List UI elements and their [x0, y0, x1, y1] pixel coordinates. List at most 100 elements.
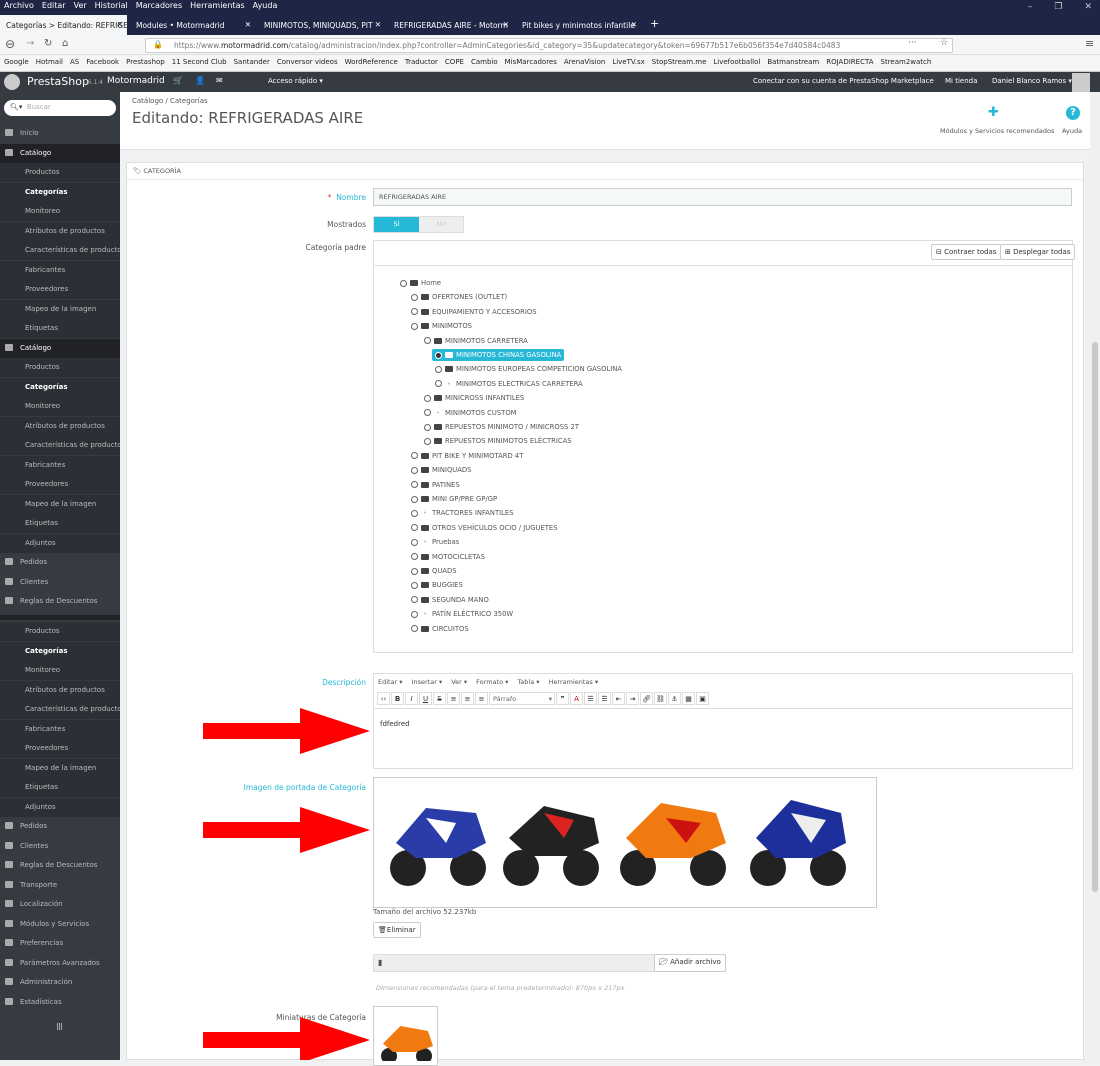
- sidebar-item[interactable]: Clientes: [0, 573, 120, 592]
- tree-node[interactable]: OFERTONES (OUTLET): [411, 291, 507, 303]
- tree-node[interactable]: REPUESTOS MINIMOTO / MINICROSS 2T: [424, 421, 579, 433]
- bookmark-item[interactable]: StopStream.me: [651, 58, 707, 66]
- tree-node[interactable]: •MINIMOTOS ELECTRICAS CARRETERA: [435, 378, 583, 390]
- tree-node[interactable]: MINIMOTOS CHINAS GASOLINA: [432, 349, 565, 361]
- sidebar-item[interactable]: Monitoreo: [0, 202, 120, 221]
- sidebar-item[interactable]: Pedidos: [0, 553, 120, 572]
- close-tab-icon[interactable]: ✕: [244, 20, 251, 29]
- bookmark-item[interactable]: Cambio: [470, 58, 498, 66]
- sidebar-item[interactable]: Características de productos: [0, 241, 120, 260]
- menu-6[interactable]: Ayuda: [252, 1, 278, 10]
- bookmark-item[interactable]: Conversor videos: [276, 58, 338, 66]
- tree-node[interactable]: CIRCUITOS: [411, 623, 469, 635]
- sidebar-item[interactable]: Administración: [0, 973, 120, 992]
- tree-node[interactable]: PATINES: [411, 479, 460, 491]
- collapse-all-button[interactable]: ⊟ Contraer todas: [931, 244, 1002, 260]
- user-icon[interactable]: 👤: [195, 76, 205, 85]
- sidebar-item[interactable]: Características de productos: [0, 700, 120, 719]
- star-icon[interactable]: ☆: [940, 38, 949, 48]
- radio-button[interactable]: [411, 466, 418, 474]
- sidebar-item[interactable]: Proveedores: [0, 280, 120, 299]
- sidebar-item[interactable]: Atributos de productos: [0, 416, 120, 436]
- sidebar-item[interactable]: Reglas de Descuentos: [0, 592, 120, 611]
- sidebar-item[interactable]: Catálogo: [0, 338, 120, 358]
- sidebar-item[interactable]: Pedidos: [0, 817, 120, 836]
- sidebar-item[interactable]: Estadísticas: [0, 993, 120, 1012]
- sidebar-item[interactable]: Proveedores: [0, 475, 120, 494]
- radio-button[interactable]: [435, 351, 442, 359]
- bookmark-item[interactable]: Stream2watch: [880, 58, 932, 66]
- sidebar-item[interactable]: Mapeo de la imagen: [0, 299, 120, 319]
- avatar[interactable]: [1072, 73, 1090, 92]
- sidebar-item[interactable]: Clientes: [0, 837, 120, 856]
- tree-node[interactable]: PIT BIKE Y MINIMOTARD 4T: [411, 450, 523, 462]
- radio-button[interactable]: [411, 509, 418, 517]
- logo-text[interactable]: PrestaShop: [27, 75, 89, 88]
- search-input[interactable]: 🔍︎▾ Buscar: [4, 100, 116, 116]
- radio-button[interactable]: [411, 596, 418, 604]
- radio-button[interactable]: [424, 409, 431, 417]
- tree-node[interactable]: REPUESTOS MINIMOTOS ELÉCTRICAS: [424, 435, 572, 447]
- tree-node[interactable]: MOTOCICLETAS: [411, 551, 485, 563]
- radio-button[interactable]: [411, 610, 418, 618]
- quick-access-dropdown[interactable]: Acceso rápido ▾: [268, 77, 323, 85]
- radio-button[interactable]: [411, 293, 418, 301]
- sidebar-item[interactable]: Características de productos: [0, 436, 120, 455]
- sidebar-item[interactable]: Mapeo de la imagen: [0, 494, 120, 514]
- tree-node[interactable]: MINIQUADS: [411, 464, 471, 476]
- sidebar-item[interactable]: Adjuntos: [0, 797, 120, 817]
- tree-node[interactable]: SEGUNDA MANO: [411, 594, 489, 606]
- bookmark-item[interactable]: LiveTV.sx: [612, 58, 645, 66]
- bookmark-item[interactable]: AS: [69, 58, 80, 66]
- sidebar-item[interactable]: Parámetros Avanzados: [0, 954, 120, 973]
- tree-node[interactable]: MINIMOTOS EUROPEAS COMPETICION GASOLINA: [435, 363, 622, 375]
- sidebar-item[interactable]: Proveedores: [0, 739, 120, 758]
- tree-node[interactable]: EQUIPAMIENTO Y ACCESORIOS: [411, 306, 537, 318]
- sidebar-item[interactable]: Fabricantes: [0, 260, 120, 280]
- radio-button[interactable]: [411, 538, 418, 546]
- help-icon[interactable]: ?: [1066, 106, 1080, 120]
- puzzle-icon[interactable]: ✚: [988, 105, 999, 120]
- radio-button[interactable]: [400, 279, 407, 287]
- hamburger-menu-icon[interactable]: ≡: [1085, 37, 1095, 50]
- mail-icon[interactable]: ✉: [216, 76, 223, 85]
- close-tab-icon[interactable]: ✕: [630, 20, 637, 29]
- bookmark-item[interactable]: 11 Second Club: [171, 58, 227, 66]
- sidebar-item[interactable]: Categorías: [0, 182, 120, 202]
- bookmark-item[interactable]: MisMarcadores: [504, 58, 557, 66]
- radio-button[interactable]: [411, 308, 418, 316]
- add-file-button[interactable]: 📂︎ Añadir archivo: [654, 954, 726, 972]
- close-tab-icon[interactable]: ✕: [116, 20, 123, 29]
- user-menu[interactable]: Daniel Blanco Ramos ▾: [992, 77, 1072, 85]
- sidebar-item[interactable]: Adjuntos: [0, 533, 120, 553]
- page-scrollbar[interactable]: [1090, 92, 1100, 1060]
- sidebar-item[interactable]: Productos: [0, 163, 120, 182]
- sidebar-item[interactable]: Atributos de productos: [0, 221, 120, 241]
- home-icon[interactable]: ⌂: [62, 38, 69, 49]
- sidebar-item[interactable]: Módulos y Servicios: [0, 915, 120, 934]
- radio-button[interactable]: [411, 481, 418, 489]
- sidebar-item[interactable]: Inicio: [0, 124, 120, 143]
- radio-button[interactable]: [411, 567, 418, 575]
- tab-4[interactable]: Pit bikes y minimotos infantile✕: [516, 15, 641, 35]
- sidebar-item[interactable]: Categorías: [0, 641, 120, 661]
- bookmark-item[interactable]: Santander: [233, 58, 270, 66]
- sidebar-item[interactable]: Etiquetas: [0, 319, 120, 338]
- connect-marketplace-link[interactable]: Conectar con su cuenta de PrestaShop Mar…: [753, 77, 934, 85]
- close-icon[interactable]: ✕: [1084, 2, 1092, 12]
- tree-node[interactable]: MINIMOTOS: [411, 320, 472, 332]
- collapse-sidebar-icon[interactable]: Ⅲ: [56, 1022, 63, 1033]
- sidebar-item[interactable]: Etiquetas: [0, 778, 120, 797]
- tree-node[interactable]: •MINIMOTOS CUSTOM: [424, 407, 517, 419]
- sidebar-item[interactable]: Productos: [0, 622, 120, 641]
- reload-icon[interactable]: ↻: [44, 38, 53, 49]
- bookmark-item[interactable]: Traductor: [404, 58, 438, 66]
- radio-button[interactable]: [411, 322, 418, 330]
- bookmark-item[interactable]: ArenaVision: [563, 58, 606, 66]
- sidebar-item[interactable]: Monitoreo: [0, 661, 120, 680]
- radio-button[interactable]: [424, 394, 431, 402]
- menu-1[interactable]: Editar: [41, 1, 66, 10]
- radio-button[interactable]: [411, 581, 418, 589]
- help-button[interactable]: Ayuda: [1062, 127, 1083, 135]
- radio-button[interactable]: [424, 437, 431, 445]
